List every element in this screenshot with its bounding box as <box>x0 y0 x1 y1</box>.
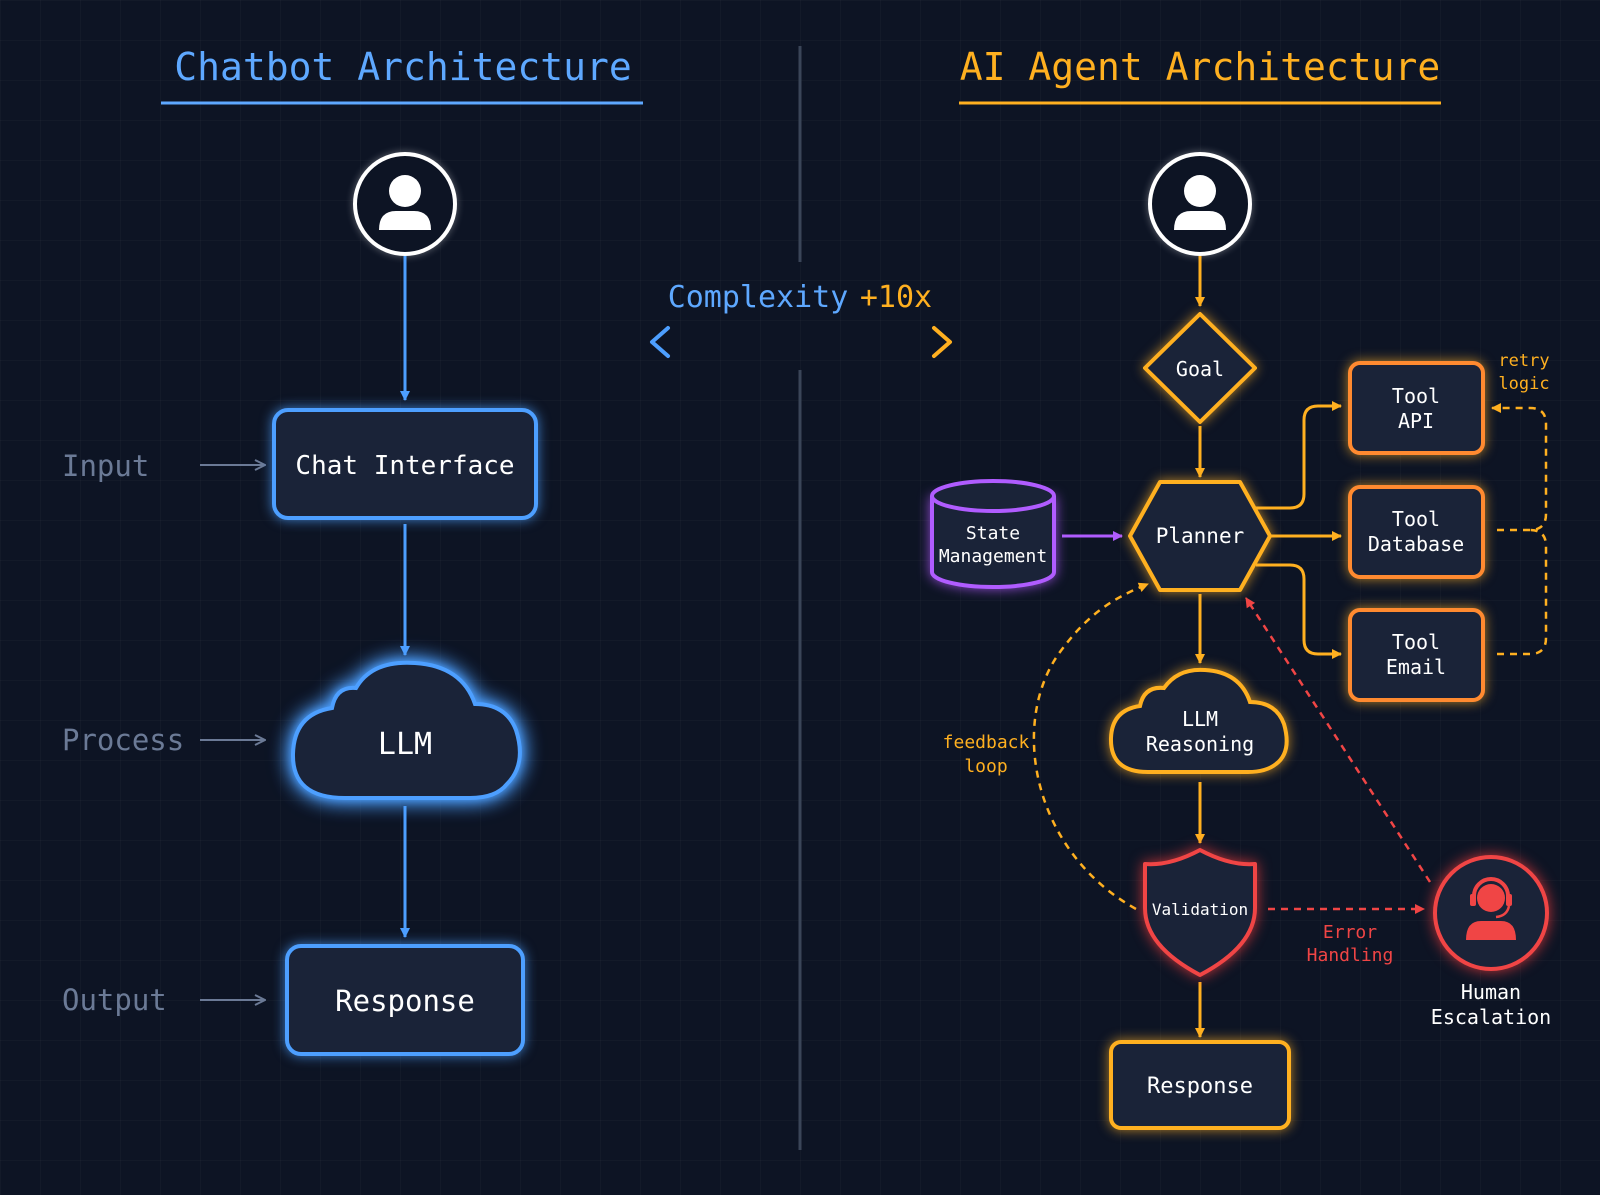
row-label-input: Input <box>62 449 149 483</box>
goal-node: Goal <box>1143 312 1257 424</box>
state-label-line2: Management <box>939 546 1047 567</box>
feedback-loop-connector <box>1032 582 1149 911</box>
feedback-label-line2: loop <box>964 756 1007 777</box>
agent-response-node: Response <box>1109 1040 1291 1130</box>
tool-email-node: Tool Email <box>1348 608 1485 702</box>
error-label-line2: Handling <box>1307 945 1394 966</box>
arrow-planner-to-tool-email <box>1256 563 1342 659</box>
arrow-planner-to-tool-api <box>1256 401 1342 510</box>
chatbot-title: Chatbot Architecture <box>174 45 632 89</box>
tool-api-label-line1: Tool <box>1392 384 1440 408</box>
headset-user-icon <box>1466 877 1516 940</box>
chatbot-response-label: Response <box>335 984 475 1018</box>
retry-logic-connector <box>1491 403 1548 656</box>
row-label-process: Process <box>62 723 184 757</box>
complexity-multiplier: +10x <box>860 280 932 315</box>
tool-database-label-line1: Tool <box>1392 507 1440 531</box>
llm-label: LLM <box>378 727 432 762</box>
chat-interface-label: Chat Interface <box>295 451 514 481</box>
agent-user-icon <box>1148 152 1252 256</box>
human-escalation-label-line1: Human <box>1461 980 1521 1004</box>
complexity-double-arrow <box>650 326 952 358</box>
tool-email-label-line1: Tool <box>1392 630 1440 654</box>
goal-label: Goal <box>1176 357 1224 381</box>
tool-database-node: Tool Database <box>1348 485 1485 579</box>
retry-label-line1: retry <box>1498 351 1549 371</box>
tool-email-label-line2: Email <box>1386 655 1446 679</box>
planner-node: Planner <box>1128 480 1272 592</box>
feedback-label-line1: feedback <box>943 732 1030 753</box>
tool-database-label-line2: Database <box>1368 532 1464 556</box>
llm-reasoning-node: LLM Reasoning <box>1108 667 1289 774</box>
llm-cloud-node: LLM <box>290 660 522 800</box>
row-label-output: Output <box>62 983 167 1017</box>
escalation-to-planner-connector <box>1244 597 1432 883</box>
complexity-label: Complexity <box>668 280 849 315</box>
retry-label-line2: logic <box>1498 374 1549 394</box>
human-escalation-node: Human Escalation <box>1431 855 1551 1029</box>
planner-label: Planner <box>1156 524 1245 548</box>
human-escalation-label-line2: Escalation <box>1431 1005 1551 1029</box>
tool-api-label-line2: API <box>1398 409 1434 433</box>
chat-interface-node: Chat Interface <box>272 408 538 520</box>
state-management-node: State Management <box>930 479 1056 589</box>
validation-label: Validation <box>1152 900 1248 919</box>
tool-api-node: Tool API <box>1348 361 1485 455</box>
chatbot-user-icon <box>353 152 457 256</box>
validation-node: Validation <box>1143 848 1257 977</box>
error-label-line1: Error <box>1323 922 1377 943</box>
llm-reasoning-label-line1: LLM <box>1182 707 1218 731</box>
chatbot-response-node: Response <box>285 944 525 1056</box>
agent-response-label: Response <box>1147 1074 1253 1099</box>
llm-reasoning-label-line2: Reasoning <box>1146 732 1254 756</box>
state-label-line1: State <box>966 523 1020 544</box>
agent-title: AI Agent Architecture <box>960 45 1440 89</box>
